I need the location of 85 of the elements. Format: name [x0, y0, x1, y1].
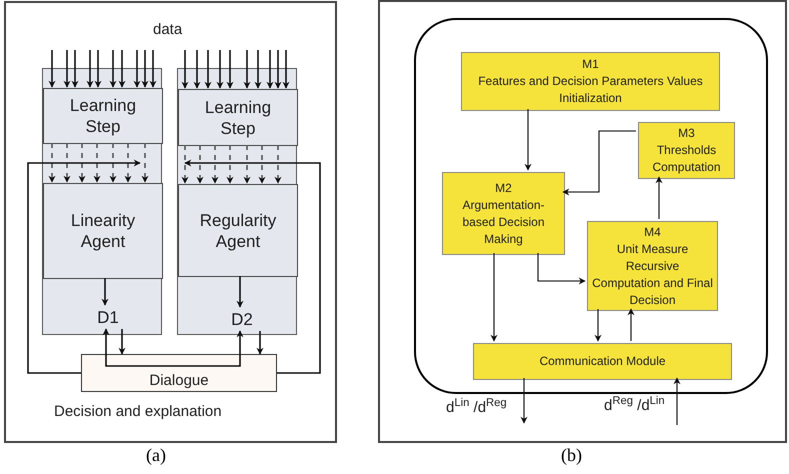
arrow — [182, 145, 188, 184]
arrow — [254, 50, 262, 89]
arrow — [142, 143, 148, 183]
arrow — [244, 50, 250, 89]
node-text: Linearity Agent — [70, 210, 136, 252]
process-box — [43, 183, 163, 279]
rounded-frame — [414, 18, 768, 394]
arrow — [226, 50, 234, 89]
process-box — [178, 184, 298, 277]
node-text: Dialogue — [149, 373, 209, 388]
arrow — [110, 143, 116, 183]
edge-label: d$^{Lin}$ /d$^{Reg}$ — [446, 400, 507, 415]
arrow — [150, 50, 156, 88]
arrow — [258, 145, 266, 184]
arrow — [78, 143, 86, 183]
module-box — [638, 122, 735, 179]
module-id: M1 — [582, 56, 599, 73]
node-text: Learning Step — [204, 96, 272, 138]
arrow — [64, 50, 70, 88]
arrow — [118, 50, 126, 88]
arrow — [212, 145, 218, 184]
module-box — [461, 52, 720, 111]
arrow — [72, 50, 78, 88]
node-text: Communication Module — [539, 353, 666, 370]
arrow — [266, 50, 274, 89]
column-panel — [177, 68, 297, 335]
arrow — [562, 130, 636, 196]
arrow — [256, 331, 264, 355]
process-box — [178, 89, 298, 146]
arrow — [48, 143, 56, 183]
arrow — [236, 276, 244, 308]
arrow — [94, 143, 100, 183]
arrow — [27, 160, 141, 374]
arrow — [196, 145, 204, 184]
arrow — [142, 50, 148, 88]
node-text: Argumentation-based Decision Making — [461, 196, 546, 248]
node-text: Unit Measure Recursive Computation and Final Decision — [592, 240, 713, 308]
arrow — [64, 143, 70, 183]
arrow — [182, 50, 188, 89]
process-box — [43, 88, 163, 144]
node-text: Learning Step — [68, 95, 138, 137]
arrow — [102, 328, 173, 367]
node-text: Thresholds Computation — [651, 142, 722, 176]
module-box — [473, 343, 732, 380]
arrow — [274, 50, 282, 89]
module-box — [442, 172, 565, 255]
arrow — [674, 377, 680, 425]
node-text: D1 — [97, 307, 119, 330]
module-box — [587, 221, 718, 311]
arrow — [282, 50, 290, 89]
arrow — [86, 50, 94, 88]
arrow — [216, 50, 224, 89]
subfigure-caption: (b) — [561, 446, 582, 464]
arrow — [656, 176, 662, 219]
subfigure-caption: (a) — [146, 446, 166, 464]
arrow — [48, 50, 56, 88]
node-text: Regularity Agent — [198, 210, 278, 252]
node-text: D2 — [231, 309, 253, 332]
arrow — [94, 50, 102, 88]
arrow — [184, 160, 321, 374]
arrow — [110, 50, 116, 88]
arrow — [118, 329, 126, 355]
arrow — [194, 50, 200, 89]
column-panel — [42, 68, 162, 335]
arrow — [226, 145, 234, 184]
arrow — [537, 253, 586, 284]
input-label: data — [153, 22, 182, 37]
arrow — [274, 145, 282, 184]
arrow — [594, 309, 602, 342]
arrow — [134, 50, 140, 88]
arrow — [173, 330, 244, 367]
module-id: M4 — [644, 224, 661, 240]
arrow — [524, 109, 532, 171]
node-text: Features and Decision Parameters Values Initialization — [477, 73, 704, 107]
module-id: M3 — [678, 125, 695, 142]
arrow — [124, 143, 132, 183]
arrow — [628, 308, 634, 341]
arrow — [204, 50, 212, 89]
arrow — [102, 278, 108, 306]
arrow — [244, 145, 250, 184]
module-id: M2 — [495, 180, 512, 196]
edge-label: d$^{Reg}$ /d$^{Lin}$ — [604, 398, 665, 413]
dialogue-box — [81, 354, 277, 392]
arrow — [490, 253, 498, 342]
arrow — [520, 378, 528, 424]
